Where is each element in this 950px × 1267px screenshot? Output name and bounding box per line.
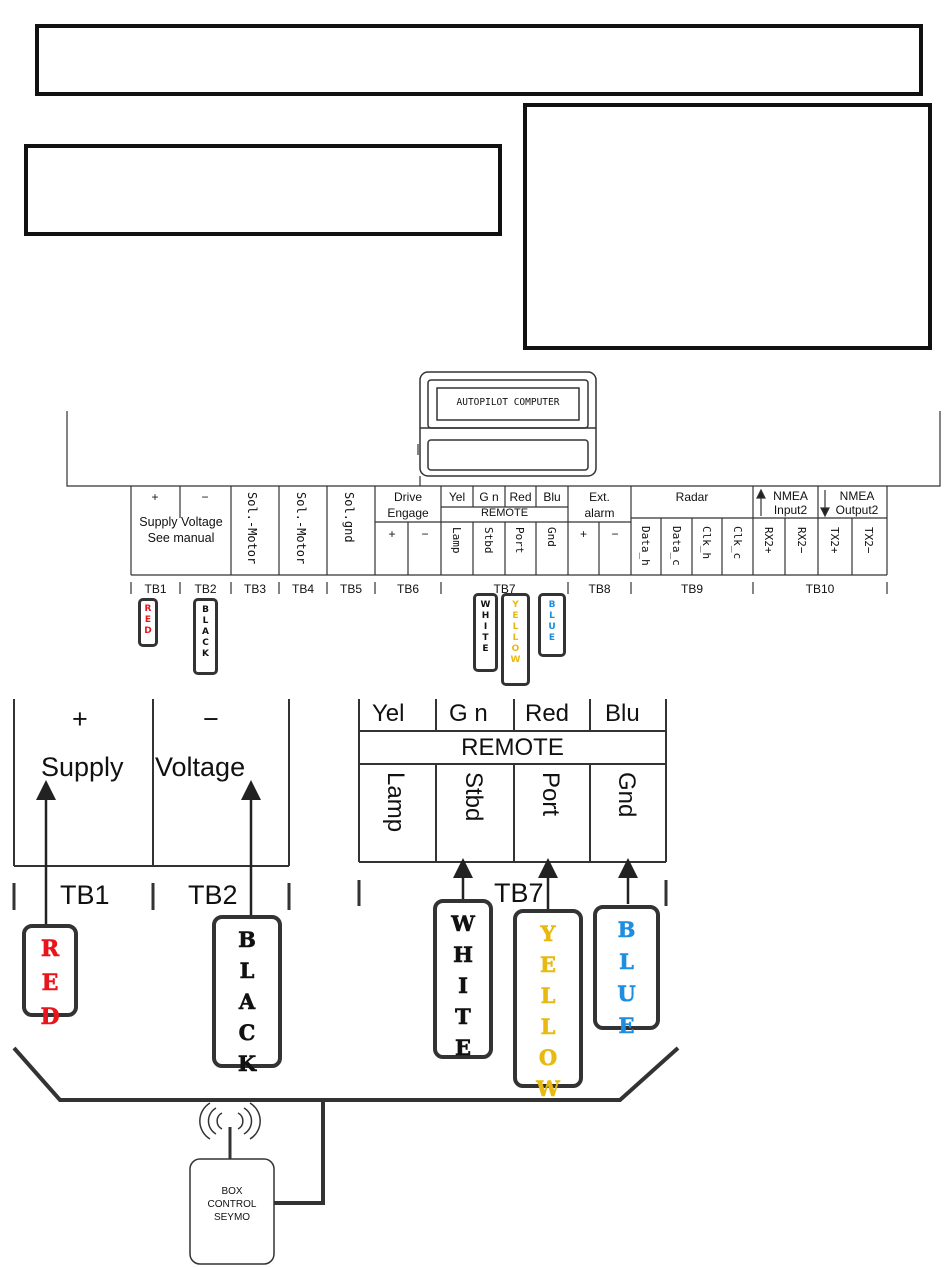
autopilot-computer-unit <box>419 371 597 477</box>
zoom-right-frame <box>357 699 668 906</box>
tb2-minus: − <box>201 490 209 504</box>
nmea-out-sub: Output2 <box>835 503 879 517</box>
zoom-gn: G n <box>449 700 488 727</box>
left-note-box <box>24 144 502 236</box>
nmea-rx-minus: RX2− <box>795 527 808 554</box>
zoom-left-frame <box>12 699 291 910</box>
tb1-plus: + <box>151 490 159 504</box>
zoom-remote: REMOTE <box>461 734 564 761</box>
zoom-blu: Blu <box>605 700 640 727</box>
radar-clk-h: Clk_h <box>700 526 713 560</box>
nmea-tx-plus: TX2+ <box>828 527 841 554</box>
tb-label: TB6 <box>396 582 419 596</box>
title-box <box>35 24 923 96</box>
white-wire-tag: WHITE <box>433 899 493 1066</box>
small-white-tag: WHITE <box>473 593 498 672</box>
zoom-gnd: Gnd <box>613 772 640 818</box>
ext-label: Ext. <box>589 490 610 504</box>
drive-plus: + <box>388 527 396 541</box>
tb3-sol-motor: Sol.-Motor <box>245 492 259 565</box>
tb-label: TB5 <box>339 582 362 596</box>
radar-data-c: Data_c <box>670 526 683 566</box>
blue-wire-tag: BLUE <box>593 905 660 1045</box>
remote-title: REMOTE <box>480 507 529 519</box>
tb-label: TB3 <box>243 582 266 596</box>
control-box-label: BOX CONTROL SEYMO <box>207 1186 257 1223</box>
tb-label: TB4 <box>291 582 314 596</box>
tb-label: TB10 <box>805 582 835 596</box>
zoom-tb2: TB2 <box>188 880 238 910</box>
computer-display-text: AUTOPILOT COMPUTER <box>456 397 560 408</box>
red-wire-tag: RED <box>22 924 78 1038</box>
zoom-tb1: TB1 <box>60 880 110 910</box>
control-box-shape <box>189 1158 275 1265</box>
alarm-plus: + <box>579 527 587 541</box>
supply-voltage-label: Supply Voltage <box>139 515 223 529</box>
drive-minus: − <box>421 527 429 541</box>
radar-clk-c: Clk_c <box>731 526 744 560</box>
zoom-supply: Supply <box>41 752 124 782</box>
nmea-in-sub: Input2 <box>773 503 808 517</box>
remote-red: Red <box>509 490 532 504</box>
yellow-wire-tag: YELLOW <box>513 909 583 1107</box>
small-yellow-tag: YELLOW <box>501 593 530 686</box>
nmea-rx-plus: RX2+ <box>762 527 775 554</box>
remote-stbd: Stbd <box>482 527 495 554</box>
zoom-red: Red <box>525 700 570 727</box>
tb-label: TB2 <box>194 582 217 596</box>
tb-label: TB1 <box>144 582 167 596</box>
drive-label: Drive <box>393 490 422 504</box>
zoom-minus: − <box>203 704 219 734</box>
zoom-tb7: TB7 <box>494 878 544 908</box>
tb-label: TB7 <box>493 582 516 596</box>
small-black-tag: BLACK <box>193 598 218 675</box>
wireless-icon <box>199 1102 261 1140</box>
zoom-lamp: Lamp <box>382 772 409 833</box>
remote-gnd: Gnd <box>545 527 558 547</box>
alarm-label: alarm <box>584 506 615 520</box>
small-blue-tag: BLUE <box>538 593 566 657</box>
nmea-tx-minus: TX2− <box>862 527 875 554</box>
remote-lamp: Lamp <box>450 527 463 554</box>
see-manual-label: See manual <box>147 531 215 545</box>
zoom-voltage: Voltage <box>155 752 246 782</box>
zoom-port: Port <box>537 772 564 817</box>
zoom-yel: Yel <box>372 700 405 727</box>
small-red-tag: RED <box>138 598 158 647</box>
black-wire-tag: BLACK <box>212 915 282 1082</box>
tb-label: TB9 <box>680 582 703 596</box>
zoom-stbd: Stbd <box>460 772 487 822</box>
nmea-in-title: NMEA <box>773 489 808 503</box>
zoom-plus: + <box>72 704 88 734</box>
tb-label: TB8 <box>588 582 611 596</box>
control-bus <box>12 1046 680 1205</box>
radar-data-h: Data_h <box>639 526 652 566</box>
nmea-out-title: NMEA <box>839 489 875 503</box>
right-note-box <box>523 103 932 350</box>
engage-label: Engage <box>387 506 429 520</box>
remote-yel: Yel <box>448 490 466 504</box>
terminal-strip <box>130 486 888 594</box>
radar-title: Radar <box>675 490 709 504</box>
remote-gn: G n <box>479 490 499 504</box>
remote-blu: Blu <box>543 490 561 504</box>
alarm-minus: − <box>611 527 619 541</box>
tb5-sol-gnd: Sol.gnd <box>342 492 356 543</box>
tb4-sol-motor: Sol.-Motor <box>294 492 308 565</box>
remote-port: Port <box>513 527 526 554</box>
